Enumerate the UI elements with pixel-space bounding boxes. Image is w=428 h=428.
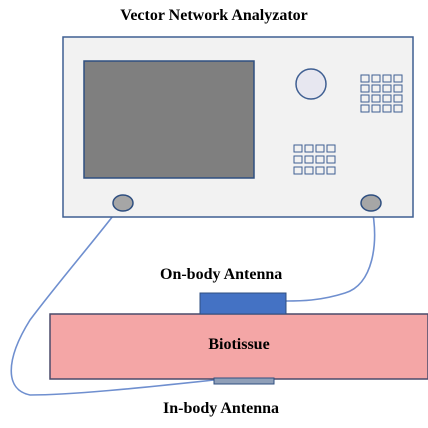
keypad-key: [304, 144, 314, 153]
keypad-key: [382, 94, 392, 103]
keypad-key: [371, 84, 381, 93]
keypad-key: [382, 104, 392, 113]
keypad-key: [360, 104, 370, 113]
keypad-key: [382, 84, 392, 93]
analyzer-title: Vector Network Analyzator: [120, 7, 308, 24]
in-body-antenna-label: In-body Antenna: [163, 400, 280, 417]
keypad-key: [371, 104, 381, 113]
round-knob-icon: [295, 68, 327, 100]
keypad-key: [393, 104, 403, 113]
keypad-key: [315, 144, 325, 153]
keypad-key: [293, 166, 303, 175]
coaxial-port-icon: [112, 194, 134, 212]
keypad-key: [304, 155, 314, 164]
keypad-key: [315, 155, 325, 164]
biotissue-block: [49, 313, 428, 380]
keypad-key: [304, 166, 314, 175]
keypad-key: [393, 94, 403, 103]
keypad-key: [371, 74, 381, 83]
left-cable: [10, 202, 215, 396]
keypad-grid-icon: [360, 74, 403, 113]
on-body-antenna: [199, 292, 287, 315]
analyzer-screen: [83, 60, 255, 179]
right-cable: [285, 202, 376, 302]
keypad-key: [360, 94, 370, 103]
keypad-key: [360, 74, 370, 83]
coaxial-port-icon: [360, 194, 382, 212]
on-body-antenna-label: On-body Antenna: [160, 266, 283, 283]
tissue-label: Biotissue: [208, 336, 270, 353]
keypad-key: [393, 74, 403, 83]
keypad-grid-icon: [293, 144, 336, 175]
keypad-key: [326, 155, 336, 164]
keypad-key: [293, 155, 303, 164]
keypad-key: [326, 166, 336, 175]
keypad-key: [360, 84, 370, 93]
keypad-key: [382, 74, 392, 83]
in-body-antenna: [213, 377, 275, 385]
keypad-key: [315, 166, 325, 175]
keypad-key: [326, 144, 336, 153]
keypad-key: [393, 84, 403, 93]
keypad-key: [371, 94, 381, 103]
keypad-key: [293, 144, 303, 153]
